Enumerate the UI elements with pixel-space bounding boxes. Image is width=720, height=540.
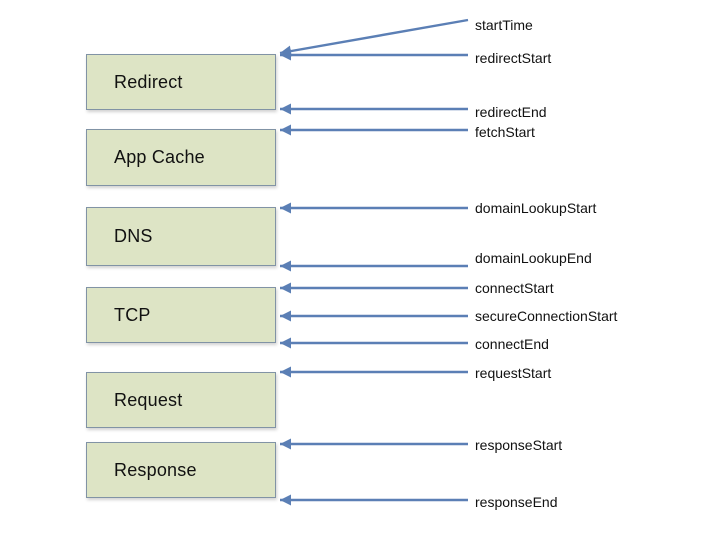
- box-response-label: Response: [114, 459, 197, 480]
- box-redirect-label: Redirect: [114, 71, 183, 92]
- event-label-connectend: connectEnd: [475, 336, 549, 352]
- box-appcache: App Cache: [86, 129, 276, 186]
- box-dns-label: DNS: [114, 226, 153, 246]
- event-label-domainlookupstart: domainLookupStart: [475, 200, 597, 216]
- event-label-redirectend: redirectEnd: [475, 104, 547, 120]
- box-request: Request: [86, 372, 276, 428]
- arrow-starttime: [279, 18, 469, 57]
- box-response: Response: [86, 442, 276, 498]
- box-appcache-label: App Cache: [114, 147, 205, 167]
- box-redirect: Redirect: [86, 54, 276, 110]
- event-label-responsestart: responseStart: [475, 437, 563, 453]
- box-dns: DNS: [86, 207, 276, 266]
- event-label-redirectstart: redirectStart: [475, 50, 552, 66]
- event-label-domainlookupend: domainLookupEnd: [475, 250, 592, 266]
- box-request-label: Request: [114, 389, 183, 410]
- event-label-connectstart: connectStart: [475, 280, 554, 296]
- box-tcp-label: TCP: [114, 304, 151, 325]
- event-label-secureconnectionstart: secureConnectionStart: [475, 308, 618, 324]
- event-label-responseend: responseEnd: [475, 494, 558, 510]
- event-label-starttime: startTime: [475, 17, 533, 33]
- box-tcp: TCP: [86, 287, 276, 343]
- event-label-fetchstart: fetchStart: [475, 124, 535, 140]
- event-label-requeststart: requestStart: [475, 365, 552, 381]
